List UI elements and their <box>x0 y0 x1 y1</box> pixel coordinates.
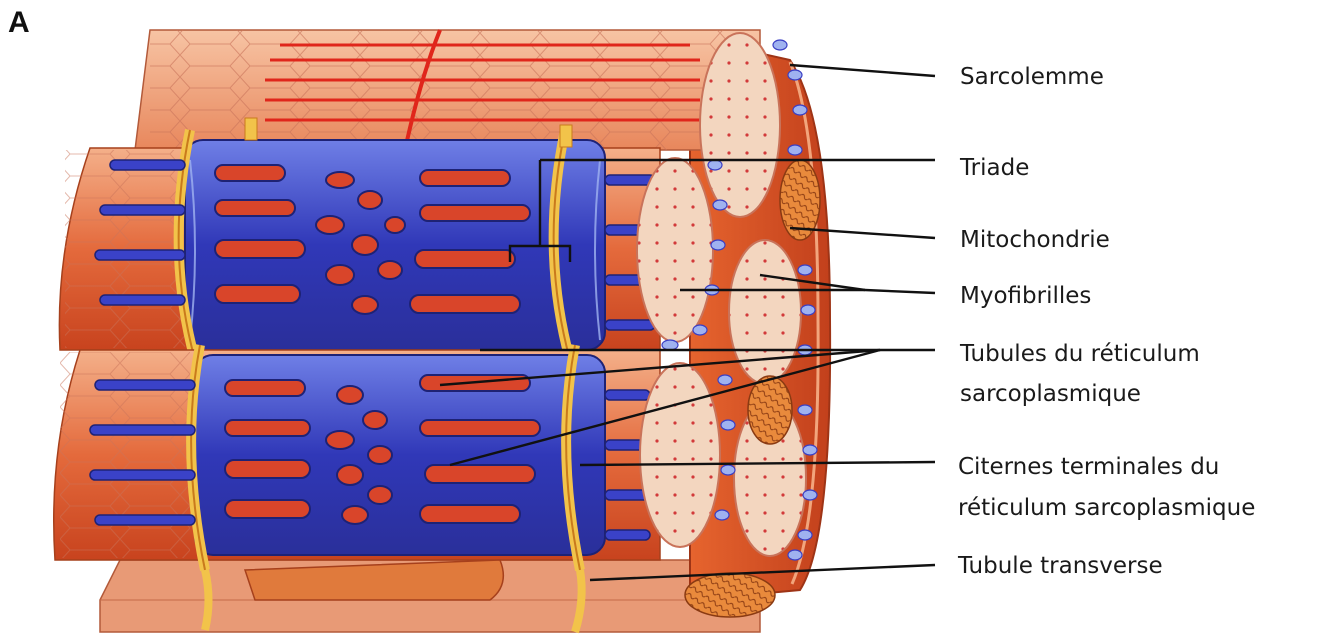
label-mitochondrie: Mitochondrie <box>960 227 1110 253</box>
label-triade: Triade <box>959 155 1029 181</box>
label-citernes-line2: réticulum sarcoplasmique <box>958 495 1255 521</box>
label-sarcolemme: Sarcolemme <box>960 64 1104 90</box>
label-citernes-line1: Citernes terminales du <box>958 454 1219 480</box>
label-tubules-line2: sarcoplasmique <box>960 381 1141 407</box>
lower-reticulum-network <box>195 355 605 555</box>
upper-fiber <box>59 118 660 360</box>
labels: Sarcolemme Triade Mitochondrie Myofibril… <box>957 64 1255 579</box>
top-myofibril <box>135 30 760 150</box>
label-tubules-line1: Tubules du réticulum <box>959 341 1200 367</box>
label-myofibrilles: Myofibrilles <box>960 283 1091 309</box>
label-tubule-transverse: Tubule transverse <box>957 553 1163 579</box>
panel-letter: A <box>8 6 30 39</box>
